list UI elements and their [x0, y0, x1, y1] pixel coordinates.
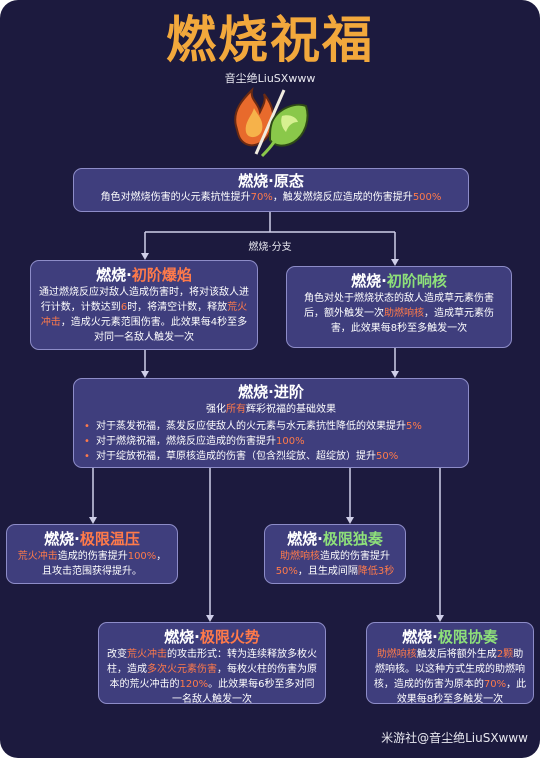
list-item: 对于燃烧祝福，燃烧反应造成的伤害提升100% [84, 434, 458, 449]
desc-text: ，触发燃烧反应造成的伤害提升 [272, 192, 413, 203]
box-heading: 燃烧·极限火势 [99, 627, 325, 647]
box-heading: 燃烧·原态 [74, 172, 468, 190]
desc-text: ，此效果每8秒至多触发一次 [396, 679, 527, 705]
desc-text: 角色对处于燃烧状态的敌人造成草元素伤害后，额外触发一次 [304, 293, 494, 319]
desc-text: 时，将清空计数，释放 [127, 302, 228, 313]
blessing-limit-d-box: 燃烧·极限协奏 助燃响核触发后将额外生成2颗助燃响核。以这种方式生成的助燃响核，… [366, 622, 534, 707]
desc-text: ，且生成间隔 [297, 566, 358, 577]
desc-highlight: 荒火冲击 [40, 302, 248, 328]
page-title: 燃烧祝福 [166, 11, 374, 69]
author-subtitle: 音尘绝LiuSXwww [224, 72, 316, 85]
box-body: 角色对处于燃烧状态的敌人造成草元素伤害后，额外触发一次助燃响核，造成草元素伤害，… [287, 291, 511, 336]
heading-prefix: 燃烧· [164, 628, 200, 646]
desc-highlight: 多次火元素伤害 [147, 664, 217, 675]
dendro-element-icon [260, 103, 309, 158]
desc-highlight: 荒火冲击 [17, 551, 58, 562]
desc-text: 改变 [107, 649, 127, 660]
desc-text: 助燃响核。以这种方式生成的助燃响核，造成的伤害为原本的 [373, 649, 525, 690]
blessing-advanced-box: 燃烧·进阶 强化所有辉彩祝福的基础效果 对于蒸发祝福，蒸发反应使敌人的火元素与水… [73, 378, 469, 468]
heading-name: 极限独奏 [322, 530, 383, 548]
desc-text: 对于蒸发祝福，蒸发反应使敌人的火元素与水元素抗性降低的效果提升 [96, 421, 406, 432]
box-heading: 燃烧·极限温压 [7, 529, 177, 549]
heading-prefix: 燃烧· [402, 628, 438, 646]
box-body: 通过燃烧反应对敌人造成伤害时，将对该敌人进行计数，计数达到6时，将清空计数，释放… [31, 285, 257, 345]
divider-slash-icon [254, 89, 286, 155]
desc-highlight: 助燃响核 [280, 551, 320, 562]
box-heading: 燃烧·初阶爆焰 [31, 265, 257, 285]
heading-name: 极限协奏 [437, 628, 498, 646]
desc-highlight: 荒火冲击 [127, 649, 167, 660]
desc-text: 角色对燃烧伤害的火元素抗性提升 [100, 192, 251, 203]
heading-name: 原态 [273, 172, 304, 190]
desc-text: 造成的伤害提升 [320, 551, 390, 562]
heading-name: 初阶爆焰 [131, 266, 192, 284]
desc-highlight: 助燃响核 [384, 308, 424, 319]
desc-highlight: 助燃响核 [376, 649, 417, 660]
heading-prefix: 燃烧· [238, 383, 274, 401]
advanced-effects-list: 对于蒸发祝福，蒸发反应使敌人的火元素与水元素抗性降低的效果提升5% 对于燃烧祝福… [74, 419, 468, 464]
blessing-limit-b-box: 燃烧·极限独奏 助燃响核造成的伤害提升 50%，且生成间隔降低3秒 [264, 524, 406, 584]
desc-text: ，造成火元素范围伤害。此效果每4秒至多对同一名敌人触发一次 [60, 317, 248, 343]
desc-text: 。此效果每6秒至多对同一名敌人触发一次 [172, 679, 315, 705]
heading-name: 进阶 [273, 383, 304, 401]
desc-text: ，每枚火柱的伤害为原本的荒火冲击的 [109, 664, 317, 690]
desc-text: 辉彩祝福的基础效果 [246, 404, 336, 415]
heading-prefix: 燃烧· [238, 172, 274, 190]
heading-name: 极限温压 [79, 530, 140, 548]
list-item: 对于绽放祝福，草原核造成的伤害（包含烈绽放、超绽放）提升50% [84, 449, 458, 464]
desc-highlight: 100% [127, 551, 157, 562]
desc-highlight: 6 [120, 302, 128, 313]
desc-highlight: 70% [483, 679, 507, 690]
desc-text: 对于绽放祝福，草原核造成的伤害（包含烈绽放、超绽放）提升 [96, 451, 376, 462]
desc-highlight: 降低3秒 [357, 566, 395, 577]
desc-text: ，造成草元素伤害，此效果每8秒至多触发一次 [330, 308, 494, 334]
box-body: 助燃响核触发后将额外生成2颗助燃响核。以这种方式生成的助燃响核，造成的伤害为原本… [367, 647, 533, 707]
box-heading: 燃烧·极限独奏 [265, 529, 405, 549]
box-body: 改变荒火冲击的攻击形式：转为连续释放多枚火柱，造成多次火元素伤害，每枚火柱的伤害… [99, 647, 325, 707]
heading-prefix: 燃烧· [44, 530, 80, 548]
box-intro: 强化所有辉彩祝福的基础效果 [74, 402, 468, 417]
desc-text: 触发后将额外生成 [416, 649, 497, 660]
heading-prefix: 燃烧· [96, 266, 132, 284]
blessing-base-box: 燃烧·原态 角色对燃烧伤害的火元素抗性提升70%，触发燃烧反应造成的伤害提升50… [73, 168, 469, 212]
desc-text: 的攻击形式：转为连续释放多枚火柱，造成 [107, 649, 317, 675]
blessing-limit-a-box: 燃烧·极限温压 荒火冲击造成的伤害提升100%，且攻击范围获得提升。 [6, 524, 178, 584]
heading-prefix: 燃烧· [287, 530, 323, 548]
desc-highlight: 2颗 [496, 649, 514, 660]
desc-highlight: 50% [275, 566, 298, 577]
desc-highlight: 5% [406, 421, 422, 432]
branch-label: 燃烧·分支 [248, 242, 292, 253]
desc-highlight: 500% [412, 192, 442, 203]
element-icons [226, 86, 314, 158]
heading-name: 初阶响核 [386, 272, 447, 290]
box-heading: 燃烧·极限协奏 [367, 627, 533, 647]
desc-text: ，且攻击范围获得提升。 [42, 551, 167, 577]
fire-element-icon [234, 86, 275, 147]
box-body: 角色对燃烧伤害的火元素抗性提升70%，触发燃烧反应造成的伤害提升500% [74, 190, 468, 205]
heading-name: 极限火势 [199, 628, 260, 646]
box-heading: 燃烧·进阶 [74, 382, 468, 402]
desc-highlight: 所有 [226, 404, 246, 415]
blessing-left1-box: 燃烧·初阶爆焰 通过燃烧反应对敌人造成伤害时，将对该敌人进行计数，计数达到6时，… [30, 260, 258, 350]
watermark: 米游社@音尘绝LiuSXwww [381, 731, 528, 745]
desc-highlight: 50% [376, 451, 399, 462]
box-body: 助燃响核造成的伤害提升 50%，且生成间隔降低3秒 [265, 549, 405, 579]
blessing-right1-box: 燃烧·初阶响核 角色对处于燃烧状态的敌人造成草元素伤害后，额外触发一次助燃响核，… [286, 266, 512, 348]
desc-highlight: 100% [276, 436, 305, 447]
desc-text: 对于燃烧祝福，燃烧反应造成的伤害提升 [96, 436, 276, 447]
box-body: 荒火冲击造成的伤害提升100%，且攻击范围获得提升。 [7, 549, 177, 579]
blessing-limit-c-box: 燃烧·极限火势 改变荒火冲击的攻击形式：转为连续释放多枚火柱，造成多次火元素伤害… [98, 622, 326, 707]
desc-highlight: 70% [250, 192, 273, 203]
desc-text: 通过燃烧反应对敌人造成伤害时，将对该敌人进行计数，计数达到 [39, 287, 249, 313]
heading-prefix: 燃烧· [351, 272, 387, 290]
desc-text: 强化 [206, 404, 226, 415]
list-item: 对于蒸发祝福，蒸发反应使敌人的火元素与水元素抗性降低的效果提升5% [84, 419, 458, 434]
desc-highlight: 120% [179, 679, 209, 690]
box-heading: 燃烧·初阶响核 [287, 271, 511, 291]
desc-text: 造成的伤害提升 [57, 551, 128, 562]
